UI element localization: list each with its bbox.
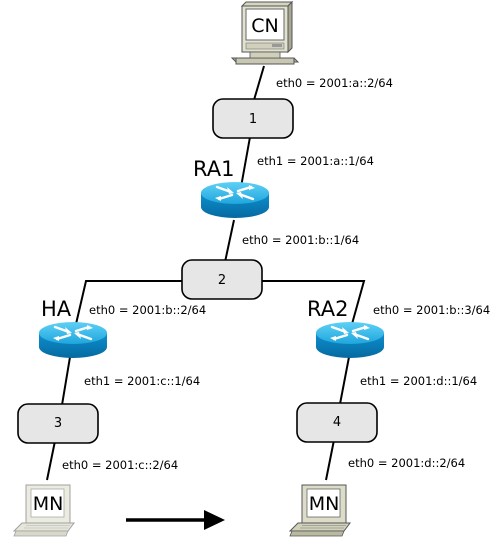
router-icon (199, 180, 271, 220)
segment-4-box (296, 402, 378, 443)
ra1-eth1-label: eth1 = 2001:a::1/64 (257, 154, 374, 168)
link-cn-seg1 (253, 65, 265, 101)
router-icon (314, 320, 386, 360)
link-seg4-mn (325, 439, 335, 481)
link-seg1-ra1 (240, 136, 251, 188)
ha-eth1-label: eth1 = 2001:c::1/64 (84, 374, 200, 388)
ra2-eth0-label: eth0 = 2001:b::3/64 (373, 303, 490, 317)
ra2-label: RA2 (307, 297, 348, 321)
ra1-eth0-label: eth0 = 2001:b::1/64 (242, 233, 359, 247)
segment-4-label: 4 (333, 415, 341, 430)
segment-1-box (212, 98, 294, 139)
desktop-computer-icon (230, 0, 300, 65)
right-arrow-icon (126, 510, 225, 530)
cn-eth0-label: eth0 = 2001:a::2/64 (276, 76, 393, 90)
segment-2-box (181, 259, 263, 300)
link-seg2-ra2 (262, 280, 366, 325)
segment-2-label: 2 (218, 273, 226, 288)
ha-label: HA (41, 297, 72, 321)
mn-right-label: MN (309, 493, 340, 515)
ra2-eth1-label: eth1 = 2001:d::1/64 (360, 374, 477, 388)
router-icon (37, 320, 109, 360)
cn-label: CN (251, 15, 278, 37)
mn-left-label: MN (33, 493, 64, 515)
link-seg2-ha (75, 280, 182, 325)
segment-3-label: 3 (54, 416, 62, 431)
link-ha-seg3 (61, 356, 71, 406)
link-ra2-seg4 (339, 356, 350, 405)
segment-3-box (17, 403, 99, 444)
ha-eth0-label: eth0 = 2001:b::2/64 (89, 303, 206, 317)
link-ra1-seg2 (224, 219, 235, 263)
mn-left-eth0-label: eth0 = 2001:c::2/64 (62, 458, 178, 472)
segment-1-label: 1 (249, 112, 257, 127)
ra1-label: RA1 (193, 157, 234, 181)
mn-right-eth0-label: eth0 = 2001:d::2/64 (348, 456, 465, 470)
link-seg3-mn (46, 440, 56, 481)
